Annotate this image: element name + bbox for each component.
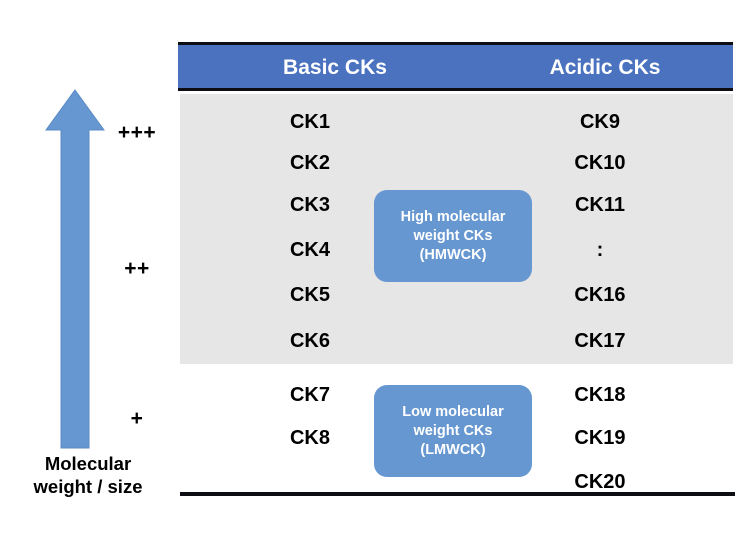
list-item: CK20 — [574, 471, 626, 493]
list-item: CK3 — [289, 194, 330, 216]
upward-arrow-icon — [45, 89, 105, 449]
list-item: CK8 — [289, 427, 330, 449]
grade-marker-low: + — [130, 407, 144, 430]
list-item: CK6 — [289, 330, 330, 352]
list-item: CK19 — [574, 427, 626, 449]
axis-caption-line-1: Molecular — [44, 453, 132, 474]
hmw-badge-line-3: (HMWCK) — [419, 246, 487, 263]
list-item: CK7 — [289, 384, 330, 406]
high-molecular-weight-badge: High molecular weight CKs (HMWCK) — [374, 190, 532, 282]
grade-marker-medium: ++ — [124, 257, 150, 280]
grade-marker-high: +++ — [117, 121, 157, 144]
list-item: CK11 — [574, 194, 626, 216]
axis-caption-line-2: weight / size — [33, 476, 143, 497]
hmw-badge-line-1: High molecular — [400, 208, 506, 225]
list-item: CK1 — [289, 111, 330, 133]
molecular-weight-axis-arrow — [44, 88, 106, 450]
list-item-ellipsis: : — [596, 239, 604, 261]
list-item: CK16 — [574, 284, 626, 306]
hmw-badge-line-2: weight CKs — [413, 227, 493, 244]
list-item: CK4 — [289, 239, 330, 261]
lmw-badge-line-1: Low molecular — [402, 403, 504, 420]
header-acidic-cks: Acidic CKs — [549, 56, 661, 79]
list-item: CK17 — [574, 330, 626, 352]
column-header-band: Basic CKs Acidic CKs — [178, 42, 733, 91]
list-item: CK9 — [579, 111, 620, 133]
lmw-badge-line-3: (LMWCK) — [420, 441, 486, 458]
list-item: CK10 — [574, 152, 626, 174]
lmw-badge-line-2: weight CKs — [413, 422, 493, 439]
list-item: CK5 — [289, 284, 330, 306]
list-item: CK18 — [574, 384, 626, 406]
list-item: CK2 — [289, 152, 330, 174]
low-molecular-weight-badge: Low molecular weight CKs (LMWCK) — [374, 385, 532, 477]
axis-caption: Molecular weight / size — [0, 452, 176, 498]
baseline-rule — [180, 492, 735, 496]
header-basic-cks: Basic CKs — [283, 56, 387, 79]
